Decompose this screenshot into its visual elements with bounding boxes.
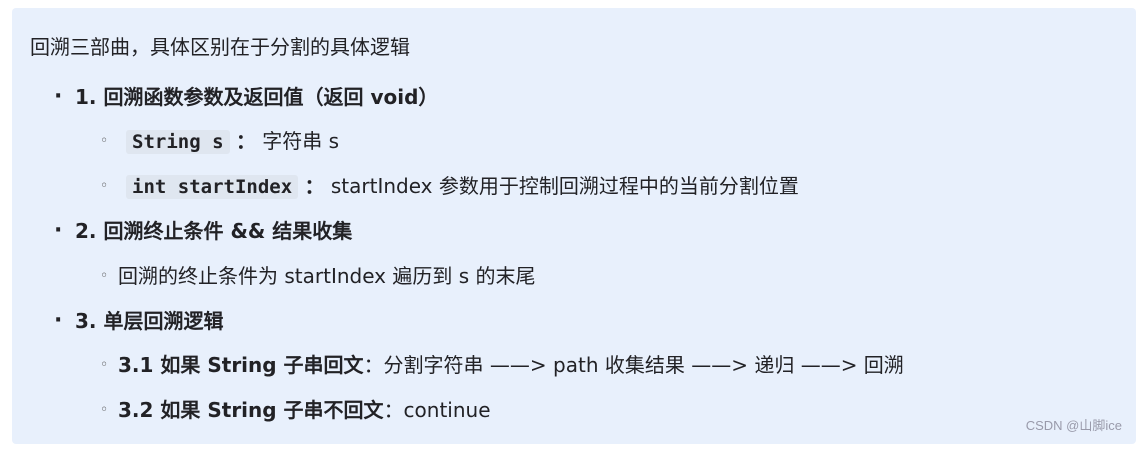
sub-bullet-circle: ◦ <box>100 268 109 284</box>
logic-item-palindrome: 3.1 如果 String 子串回文：分割字符串 ——> path 收集结果 —… <box>118 351 904 379</box>
logic-label: 3.1 如果 String 子串回文 <box>118 353 364 377</box>
logic-label: 3.2 如果 String 子串不回文 <box>118 398 384 422</box>
param-item-string-s: String s ： 字符串 s <box>126 127 339 156</box>
termination-desc: 回溯的终止条件为 startIndex 遍历到 s 的末尾 <box>118 264 536 288</box>
code-int-startindex: int startIndex <box>126 175 299 199</box>
section-title-3: 3. 单层回溯逻辑 <box>75 309 224 333</box>
bullet-dot: · <box>54 218 63 243</box>
sub-bullet-circle: ◦ <box>100 133 109 149</box>
param-separator: ： <box>304 174 325 198</box>
param-separator: ： <box>235 129 256 153</box>
param-desc: startIndex 参数用于控制回溯过程中的当前分割位置 <box>330 174 799 198</box>
sub-bullet-circle: ◦ <box>100 357 109 373</box>
csdn-watermark: CSDN @山脚ice <box>1025 418 1122 433</box>
section-title-2: 2. 回溯终止条件 && 结果收集 <box>75 219 353 243</box>
bullet-dot: · <box>54 308 63 333</box>
section-title-1: 1. 回溯函数参数及返回值（返回 void） <box>75 85 439 109</box>
param-desc: 字符串 s <box>262 129 340 153</box>
code-string-s: String s <box>126 130 230 154</box>
logic-item-not-palindrome: 3.2 如果 String 子串不回文：continue <box>118 396 491 424</box>
note-card: 回溯三部曲，具体区别在于分割的具体逻辑 · 1. 回溯函数参数及返回值（返回 v… <box>12 8 1136 444</box>
bullet-dot: · <box>54 84 63 109</box>
logic-desc: ：continue <box>383 398 491 422</box>
param-item-start-index: int startIndex ： startIndex 参数用于控制回溯过程中的… <box>126 172 799 201</box>
logic-desc: ：分割字符串 ——> path 收集结果 ——> 递归 ——> 回溯 <box>363 353 904 377</box>
intro-text: 回溯三部曲，具体区别在于分割的具体逻辑 <box>30 35 410 59</box>
sub-bullet-circle: ◦ <box>100 178 109 194</box>
sub-bullet-circle: ◦ <box>100 402 109 418</box>
